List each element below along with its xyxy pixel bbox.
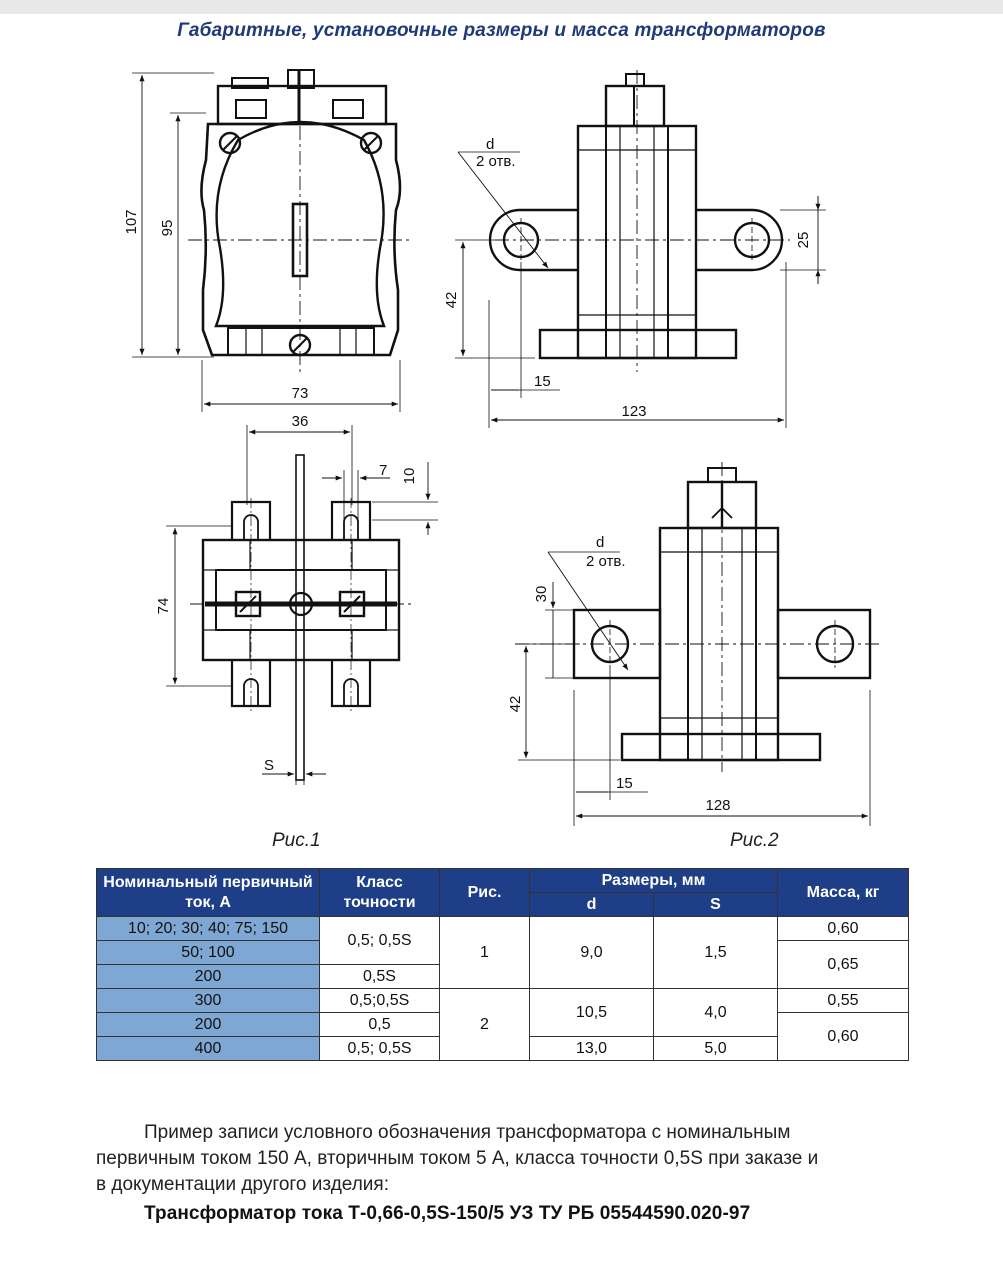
cell-current: 300: [96, 988, 320, 1013]
example-note: Пример записи условного обозначения тран…: [96, 1120, 908, 1198]
fig2-side-view: [515, 462, 880, 826]
fig1-side-view: [455, 70, 826, 428]
fig1-label-holes: 2 отв.: [476, 153, 516, 170]
fig1-dim-95: 95: [159, 220, 176, 237]
fig1-label-d: d: [486, 136, 494, 153]
cell-class: 0,5S: [319, 964, 440, 989]
fig2-dim-15: 15: [616, 775, 633, 792]
fig1-caption: Рис.1: [272, 830, 321, 851]
cell-current: 200: [96, 964, 320, 989]
cell-current: 50; 100: [96, 940, 320, 965]
fig1-dim-73: 73: [292, 385, 309, 402]
top-band: [0, 0, 1003, 14]
fig2-dim-30: 30: [533, 586, 550, 603]
cell-s: 5,0: [653, 1036, 778, 1061]
header-d: d: [529, 892, 654, 917]
fig1-dim-s: S: [264, 757, 274, 774]
fig1-dim-7: 7: [379, 462, 387, 479]
page-title: Габаритные, установочные размеры и масса…: [177, 20, 826, 41]
fig1-dim-107: 107: [123, 209, 140, 234]
cell-d: 9,0: [529, 916, 654, 989]
header-dims: Размеры, мм: [529, 868, 778, 893]
cell-class: 0,5; 0,5S: [319, 916, 440, 965]
fig1-dim-36: 36: [292, 413, 309, 430]
cell-class: 0,5;0,5S: [319, 988, 440, 1013]
cell-mass: 0,60: [777, 1012, 909, 1061]
fig1-dim-25: 25: [795, 232, 812, 249]
cell-s: 4,0: [653, 988, 778, 1037]
cell-fig: 2: [439, 988, 530, 1061]
fig1-dim-123: 123: [621, 403, 646, 420]
fig1-dim-42: 42: [443, 292, 460, 309]
table-row: 200 0,5 0,60: [96, 1012, 909, 1061]
cell-current: 10; 20; 30; 40; 75; 150: [96, 916, 320, 941]
cell-d: 10,5: [529, 988, 654, 1037]
header-s: S: [653, 892, 778, 917]
spec-table: Номинальный первичный ток, А Класс точно…: [96, 868, 909, 1061]
cell-current: 400: [96, 1036, 320, 1061]
header-class: Класс точности: [319, 868, 440, 917]
fig1-dim-10: 10: [401, 468, 418, 485]
table-row: 200 0,5S: [96, 964, 909, 989]
cell-mass: 0,55: [777, 988, 909, 1013]
cell-mass: 0,65: [777, 940, 909, 989]
note-line-2: первичным током 150 А, вторичным током 5…: [96, 1148, 819, 1169]
table-row: 300 0,5;0,5S 2 10,5 4,0 0,55: [96, 988, 909, 1061]
cell-fig: 1: [439, 916, 530, 989]
fig2-label-holes: 2 отв.: [586, 553, 626, 570]
cell-class: 0,5; 0,5S: [319, 1036, 440, 1061]
table-row: 10; 20; 30; 40; 75; 150 0,5; 0,5S 1 9,0 …: [96, 916, 909, 989]
note-line-3: в документации другого изделия:: [96, 1174, 389, 1195]
technical-drawings: 107 95 73: [123, 69, 880, 826]
table-row: 400 0,5; 0,5S 13,0 5,0: [96, 1036, 909, 1061]
fig2-caption: Рис.2: [730, 830, 779, 851]
fig1-dim-15: 15: [534, 373, 551, 390]
header-current: Номинальный первичный ток, А: [96, 868, 320, 917]
header-fig: Рис.: [439, 868, 530, 917]
table-row: 50; 100 0,65: [96, 940, 909, 989]
fig2-label-d: d: [596, 534, 604, 551]
note-line-1: Пример записи условного обозначения тран…: [144, 1122, 791, 1143]
cell-mass: 0,60: [777, 916, 909, 941]
fig2-dim-42: 42: [507, 696, 524, 713]
cell-class: 0,5: [319, 1012, 440, 1037]
header-mass: Масса, кг: [777, 868, 909, 917]
cell-s: 1,5: [653, 916, 778, 989]
fig1-top-view: [166, 425, 438, 785]
designation-example: Трансформатор тока Т-0,66-0,5S-150/5 УЗ …: [144, 1203, 751, 1224]
fig1-front-view: [132, 69, 412, 412]
fig2-dim-128: 128: [705, 797, 730, 814]
cell-current: 200: [96, 1012, 320, 1037]
cell-d: 13,0: [529, 1036, 654, 1061]
fig1-dim-74: 74: [155, 598, 172, 615]
